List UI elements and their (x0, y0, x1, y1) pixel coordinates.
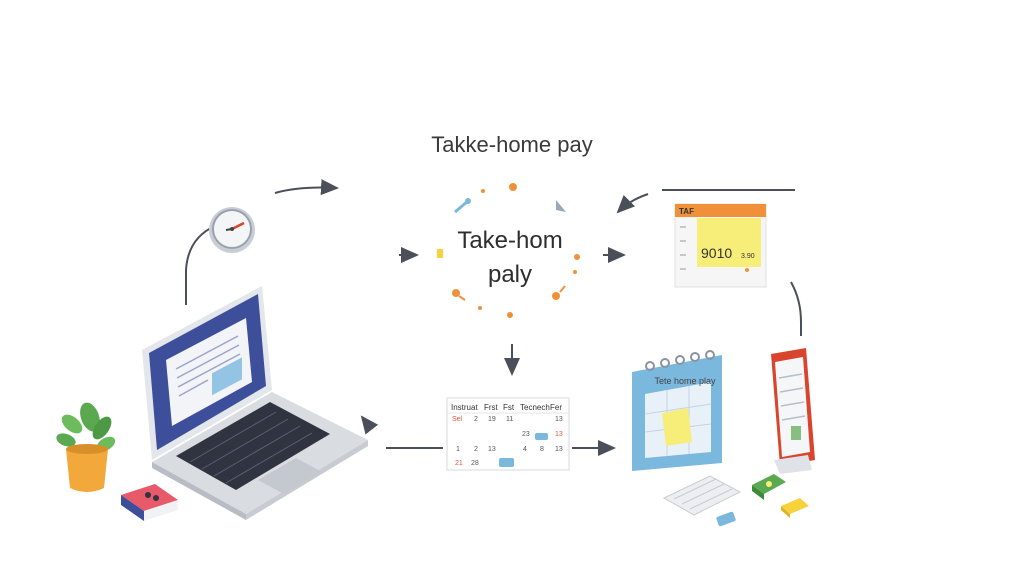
mini-calendar (446, 397, 570, 471)
calendar-header: Instruat (451, 403, 478, 412)
calendar-cell: 13 (555, 416, 563, 423)
calendar-header: Frst (484, 403, 498, 412)
orbit-dot (573, 270, 577, 274)
orbit-dot (509, 183, 517, 191)
calendar-cell: 4 (523, 446, 527, 453)
calendar-cell: 28 (471, 460, 479, 467)
calendar-header: Tecnech (520, 403, 550, 412)
calendar-cell: Sel (452, 416, 463, 423)
orbit-dots (437, 183, 580, 318)
orbit-dot (574, 254, 580, 260)
receipt-header-text: TAF (679, 207, 694, 216)
calendar-cell: 23 (522, 431, 530, 438)
center-label-line2: paly (487, 261, 533, 288)
calendar-highlight (535, 433, 548, 440)
arrow-laptop-up (360, 415, 379, 435)
calendar-cell: 8 (540, 446, 544, 453)
receipt-small-value: 3.90 (741, 253, 755, 260)
calendar-cell: 2 (474, 416, 478, 423)
calendar-cell: 13 (555, 431, 563, 438)
orbit-dot (481, 189, 485, 193)
phone-icon (771, 348, 815, 474)
center-label: Take-hom paly (430, 224, 590, 292)
calendar-highlight (499, 458, 514, 467)
calendar-header: Fer (550, 403, 562, 412)
orbit-dot (452, 289, 460, 297)
laptop-touchpad (258, 458, 322, 494)
book-icon (121, 484, 178, 521)
calendar-header: Fst (503, 403, 515, 412)
cash-icon (752, 474, 786, 500)
diagram-title: Takke-home pay (431, 132, 593, 157)
center-label-line1: Take-hom (457, 227, 563, 254)
screen-document (166, 318, 252, 426)
keyboard-icon (662, 475, 742, 527)
wall-calendar-label: Tete home play (654, 376, 716, 386)
arrow-receipt-to-phone (790, 281, 802, 336)
sticky-note-icon (662, 408, 692, 446)
calendar-cell: 21 (455, 460, 463, 467)
laptop-keyboard (176, 402, 330, 490)
orbit-arrow-tip (556, 200, 566, 212)
receipt-icon (674, 203, 767, 288)
orbit-dot (478, 306, 482, 310)
plant-pot (66, 449, 108, 492)
wall-calendar-icon (632, 350, 722, 471)
orbit-dot (507, 312, 513, 318)
orbit-dot (552, 292, 560, 300)
arrow-to-center-from-right (616, 193, 649, 214)
arrow-clock-to-center (274, 179, 339, 196)
calendar-cell: 13 (555, 446, 563, 453)
calendar-cell: 1 (456, 446, 460, 453)
receipt-highlight (697, 218, 761, 267)
calendar-cell: 2 (474, 446, 478, 453)
receipt-header-bar (675, 204, 766, 217)
receipt-amount: 9010 (701, 245, 733, 261)
orbit-square (437, 249, 443, 258)
clock-icon (209, 207, 255, 253)
plant-icon (56, 402, 116, 492)
laptop-icon (142, 286, 368, 520)
calendar-cell: 11 (506, 416, 514, 423)
calendar-cell: 19 (488, 416, 496, 423)
orbit-dot (465, 198, 471, 204)
sticky-note-icon (781, 498, 809, 518)
phone-screen (775, 357, 810, 457)
calendar-cell: 13 (488, 446, 496, 453)
